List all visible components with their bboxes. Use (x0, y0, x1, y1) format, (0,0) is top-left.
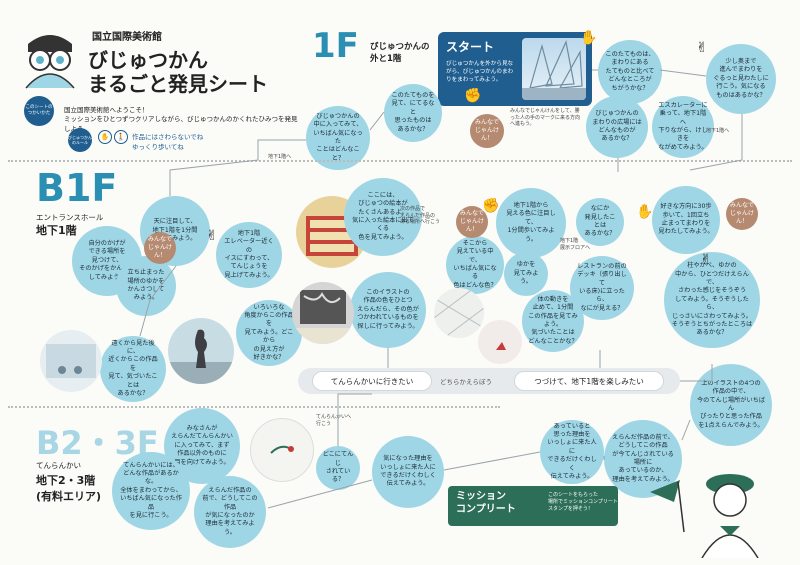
floor-1f-label: 1F (312, 26, 359, 66)
illustration-lattice (434, 288, 484, 338)
mission-14-circle: 地下1階から 見える色に注目して、 1分間歩いてみよう。 (496, 188, 566, 258)
rule-text-1: 作品にはさわらないでね (132, 133, 204, 141)
mission-12-circle: 遠くから見た後に、 近くからこの作品を 見て、気づいたことは あるかな？ (100, 336, 166, 402)
mission-16-circle: そこから 見えている中で、 いちばん気になる 色はどんな色？ (446, 236, 504, 294)
mission-22-circle: 柱やかべ、ゆかの 中から、ひとつだけえらんで、 さわった感じをそうぞう してみよ… (664, 252, 760, 348)
museum-name: 国立国際美術館 (92, 32, 162, 43)
janken-badge-b1-mid: みんなで じゃんけん！ (456, 206, 488, 238)
b23-note-1: てんらんかいへ 行こう (316, 414, 352, 427)
mission-17-circle: ゆかを 見てみよう。 (504, 252, 548, 296)
start-label: スタート (446, 40, 495, 54)
branch-left-button[interactable]: てんらんかいに行きたい (312, 371, 432, 391)
mission-11-circle: いろいろな 角度からこの作品を 見てみよう。どこから の見え方が 好きかな？ (236, 300, 302, 366)
rules-badge: びじゅつかん のルール (68, 128, 92, 152)
museum-photo (522, 38, 586, 100)
janken-badge-1f: みんなで じゃんけん！ (470, 114, 504, 148)
illustration-gallery (250, 418, 314, 482)
page-title-line2: まるごと発見シート (88, 72, 268, 96)
mission-2-circle: びじゅつかんの まわりの広場には どんなものが あるかな？ (586, 96, 648, 158)
page-title-line1: びじゅつかん (88, 48, 208, 72)
floor-separator-2 (8, 406, 500, 408)
mission-10-circle: 立ち止まった 場所のゆかを かんさつして みよう。 (116, 256, 176, 316)
floor-b23f-sub1: てんらんかい (36, 461, 81, 470)
floor-b23f-sub2: 地下2・3階 (36, 474, 96, 487)
floor-b23f-sub3: (有料エリア) (36, 490, 102, 503)
hand-icon-b1-c: ✋ (636, 204, 654, 220)
mission-21-circle: 体の動きを 止めて、1分間 この作品を見てみよう。 気づいたことは どんなことか… (522, 290, 584, 352)
floor-b1f-label: B1F (36, 166, 118, 210)
mission-3-circle: エスカレーターに 乗って、地下1階へ 下りながら、けしきを ながめてみよう。 (652, 96, 714, 158)
mission-25-circle: てんらんかいには、 どんな作品があるかな。 全体をまわってから、 いちばん気にな… (112, 452, 190, 530)
hand-icon-1f-b: ✋ (580, 30, 598, 46)
mission-8-circle: 地下1階 エレベーター近くの イスにすわって、 てんじょうを 見上げてみよう。 (216, 222, 282, 288)
mission-18-circle: このイラストの 作品の色をひとつ えらんだら、その色が つかわれているものを 探… (350, 272, 426, 348)
mission-1-circle: このたてものは、 まわりにある たてものと比べて どんなところが ちがうかな？ (598, 40, 662, 104)
no-touch-icon: ✋ (98, 130, 112, 144)
intro-line1: 国立国際美術館へようこそ！ (64, 106, 149, 114)
mascot-binoculars-icon (18, 30, 82, 90)
b1-note-3: 次の作品で えらんだ作品の ある場所へ行こう (400, 206, 441, 225)
floor-1f-sub: びじゅつかんの 外と1階 (370, 42, 430, 64)
hand-icon-1f-a: ✊ (464, 88, 482, 104)
janken-badge-b1-left: みんなで じゃんけん！ (144, 232, 176, 264)
illustration-hall (40, 330, 102, 392)
hand-icon-1f-c: ✌ (696, 40, 708, 56)
mission-complete-panel (448, 486, 618, 526)
hand-icon-b1-d: ✌ (700, 252, 712, 268)
janken-note-1f: みんなでじゃんけんをして、勝った人の手のマークに来る方向へ進もう。 (510, 108, 581, 127)
mission-6-circle: びじゅつかんの 中に入ってみて、 いちばん気になった ことはどんなこと？ (306, 106, 370, 170)
mission-complete-text: このシートをもらった 場所でミッションコンプリート スタンプを押そう！ (548, 492, 618, 512)
b1-note-2: 地下1階へ (706, 128, 730, 134)
illustration-sculpture (168, 318, 234, 384)
b1-note-1: 地下1階へ (268, 154, 292, 160)
illustration-wall (478, 320, 522, 364)
floor-b1f-sub1: エントランスホール (36, 213, 104, 222)
mission-5-circle: このたてものを 見て、にてるなと 思ったものは あるかな？ (384, 84, 442, 142)
start-text: びじゅつかんを外から見ながら、びじゅつかんのまわりをまわってみよう。 (446, 61, 514, 84)
mission-19-circle: 好きな方向に30歩 歩いて、1回立ち 止まってまわりを 見わたしてみよう。 (652, 186, 720, 254)
guide-character-icon (650, 462, 770, 559)
mission-26-circle: えらんだ作品の 前で、どうしてこの作品 が気になったのか 理由を考えてみよう。 (194, 476, 266, 548)
hand-icon-b1-b: ✊ (482, 198, 500, 214)
mission-7-circle: 天に注目して、 地下1階を1分間 歩いてみよう。 (140, 196, 210, 266)
how-to-badge: このシートの つかいかた (24, 96, 54, 126)
mission-27-circle: 気になった理由を いっしょに来た人に できるだけくわしく 伝えてみよう。 (372, 436, 444, 508)
janken-badge-b1-right: みんなで じゃんけん！ (726, 198, 758, 230)
branch-middle-label: どちらかえらぼう (440, 378, 492, 386)
mission-15-circle: なにか 発見したことは あるかな？ (576, 198, 624, 246)
mission-30-circle: あっていると 思った理由を いっしょに来た人に できるだけくわしく 伝えてみよう… (540, 420, 604, 484)
mission-28-circle: 上のイラストの4つの 作品の中で、 今のてんじ場所がいちばん ぴったりと思った作… (690, 364, 772, 446)
rule-text-2: ゆっくり歩いてね (132, 143, 184, 151)
mission-13-circle: ここには、 びじゅつの絵本が たくさんあるよ。 気に入った絵本に出てくる 色を見… (344, 178, 422, 256)
walk-icon: 🚶 (114, 130, 128, 144)
mission-complete-label: ミッション コンプリート (456, 491, 516, 515)
illustration-artwork (292, 282, 354, 344)
floor-separator-1 (8, 160, 792, 162)
mission-24-circle: どこにてんじ されている？ (316, 446, 360, 490)
floor-b1f-sub2: 地下1階 (36, 224, 77, 237)
b1-note-4: 地下1階 展示フロアへ (560, 238, 591, 251)
hand-icon-b1-a: ✌ (206, 228, 218, 244)
branch-right-button[interactable]: つづけて、地下1階を楽しみたい (514, 371, 664, 391)
mission-4-circle: 少し奥まで 進んでまわりを ぐるっと見わたしに 行こう。気になる ものはあるかな… (706, 44, 776, 114)
